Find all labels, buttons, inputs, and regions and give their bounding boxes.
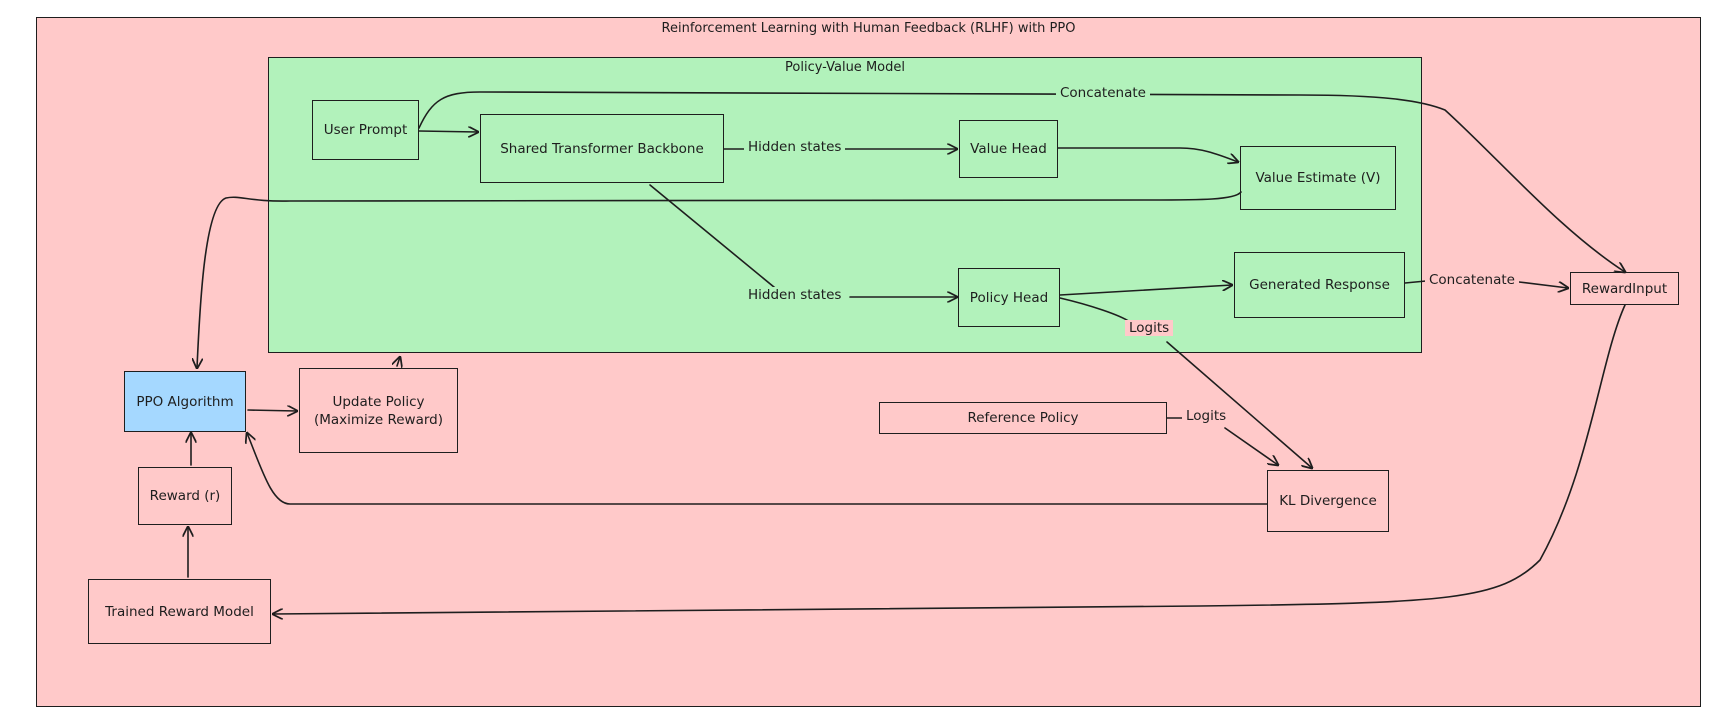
node-reference-policy[interactable]: Reference Policy	[879, 402, 1167, 434]
edge-label-concatenate-response: Concatenate	[1425, 272, 1519, 288]
edge-valueestimate-ppo	[197, 191, 1242, 368]
node-generated-response[interactable]: Generated Response	[1234, 252, 1405, 318]
rlhf-ppo-group-title: Reinforcement Learning with Human Feedba…	[661, 21, 1076, 36]
edge-label-concatenate-top: Concatenate	[1056, 85, 1150, 101]
node-reward[interactable]: Reward (r)	[138, 467, 232, 525]
node-value-head[interactable]: Value Head	[959, 120, 1058, 178]
node-kl-divergence[interactable]: KL Divergence	[1267, 470, 1389, 532]
edge-label-logits-policy: Logits	[1125, 320, 1174, 336]
edge-backbone-hiddenstates-policy	[649, 184, 781, 293]
node-trained-reward-model[interactable]: Trained Reward Model	[88, 579, 271, 644]
edge-rewardinput-trm	[273, 304, 1626, 614]
edge-kl-ppo	[247, 433, 1268, 505]
edge-label-hidden-states-value: Hidden states	[744, 139, 846, 155]
edge-userprompt-backbone	[418, 131, 478, 132]
node-update-policy[interactable]: Update Policy (Maximize Reward)	[299, 368, 458, 453]
policy-value-model-title: Policy-Value Model	[785, 60, 905, 75]
edge-logits-kl	[1166, 341, 1312, 468]
node-policy-head[interactable]: Policy Head	[958, 268, 1060, 327]
edge-response-rewardinput	[1404, 281, 1568, 288]
edge-policyhead-logits	[1059, 297, 1131, 323]
node-reward-input[interactable]: RewardInput	[1570, 272, 1679, 305]
edge-label-hidden-states-policy: Hidden states	[744, 287, 846, 303]
edge-policyhead-response	[1059, 285, 1232, 296]
node-user-prompt[interactable]: User Prompt	[312, 100, 419, 160]
edge-update-policyvalue	[397, 357, 400, 366]
edge-ppo-update	[247, 410, 297, 411]
node-ppo-algorithm[interactable]: PPO Algorithm	[124, 371, 246, 432]
node-value-estimate[interactable]: Value Estimate (V)	[1240, 146, 1396, 210]
node-shared-transformer-backbone[interactable]: Shared Transformer Backbone	[480, 114, 724, 183]
edge-userprompt-rewardinput	[418, 91, 1625, 272]
policy-value-model-group: Policy-Value Model	[268, 57, 1422, 353]
edge-label-logits-reference: Logits	[1182, 408, 1231, 424]
edge-logits-kl-ref	[1224, 427, 1278, 465]
edge-valuehead-valueestimate	[1057, 147, 1238, 162]
